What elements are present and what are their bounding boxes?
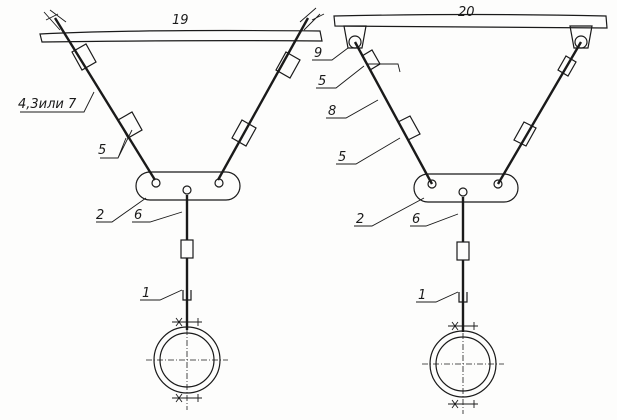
- right-assembly: 20 9 5 8 5 2 6 1: [312, 5, 608, 414]
- left-turnbuckle-upper: [71, 43, 97, 71]
- left-plate-hole-left: [151, 178, 161, 188]
- left-anchor-right: [299, 7, 325, 31]
- right-plate: [413, 173, 519, 203]
- left-turnbuckle-lower: [117, 111, 143, 139]
- right-leader-turnbuckle-upper: [316, 65, 365, 89]
- right-reference-mark: [366, 63, 401, 73]
- right-rod-turnbuckle-upper: [275, 51, 301, 79]
- right-plate-hole-right: [493, 179, 503, 189]
- right-bracket-left-pin: [348, 35, 362, 49]
- right-leader-rod: [326, 99, 379, 119]
- right-leader-hanger: [416, 291, 459, 303]
- left-leader-rod: [20, 91, 95, 113]
- right-label-bracket: 9: [314, 46, 322, 61]
- right-turnbuckle-left-lower: [397, 115, 421, 141]
- right-rod-right: [496, 41, 583, 185]
- right-label-turnbuckle-lower: 5: [338, 150, 346, 165]
- right-label-hanger: 1: [418, 288, 426, 303]
- right-leader-plate: [354, 197, 425, 227]
- right-turnbuckle-right-upper: [557, 55, 577, 77]
- right-ceiling-slab: [333, 13, 608, 29]
- left-ceiling-slab: [39, 29, 323, 43]
- left-plate-hole-center: [182, 185, 192, 195]
- right-label-turnbuckle-upper: 5: [318, 74, 326, 89]
- left-ceiling-label: 19: [172, 13, 189, 28]
- right-ceiling-label: 20: [458, 5, 475, 20]
- left-assembly: 19 4,3или 7 5 2 6 1: [18, 7, 325, 410]
- left-rod-left: [53, 17, 157, 181]
- left-label-turnbuckle: 5: [98, 143, 106, 158]
- right-leader-bracket: [312, 47, 349, 61]
- right-label-plate: 2: [356, 212, 364, 227]
- left-leader-plate: [96, 197, 147, 223]
- left-leader-turnbuckle: [100, 129, 133, 159]
- right-leader-link: [410, 213, 459, 227]
- right-rod-turnbuckle-lower: [231, 119, 257, 147]
- right-bracket-right: [569, 25, 593, 49]
- left-label-rod: 4,3или 7: [18, 97, 77, 112]
- left-label-link: 6: [134, 208, 142, 223]
- right-label-link: 6: [412, 212, 420, 227]
- left-link-block: [180, 239, 194, 259]
- left-rod-right: [216, 17, 310, 181]
- right-plate-hole-center: [458, 187, 468, 197]
- right-link-block: [456, 241, 470, 261]
- left-anchor-left: [43, 9, 67, 31]
- left-label-plate: 2: [96, 208, 104, 223]
- right-bracket-right-pin: [574, 35, 588, 49]
- right-turnbuckle-left-upper: [361, 49, 381, 71]
- right-leader-turnbuckle-lower: [336, 137, 401, 165]
- right-label-rod: 8: [328, 104, 336, 119]
- left-leader-hanger: [140, 289, 183, 301]
- right-plate-hole-left: [427, 179, 437, 189]
- right-turnbuckle-right-lower: [513, 121, 537, 147]
- left-label-hanger: 1: [142, 286, 150, 301]
- left-plate-hole-right: [214, 178, 224, 188]
- right-bracket-left: [343, 25, 367, 49]
- left-leader-link: [132, 211, 183, 223]
